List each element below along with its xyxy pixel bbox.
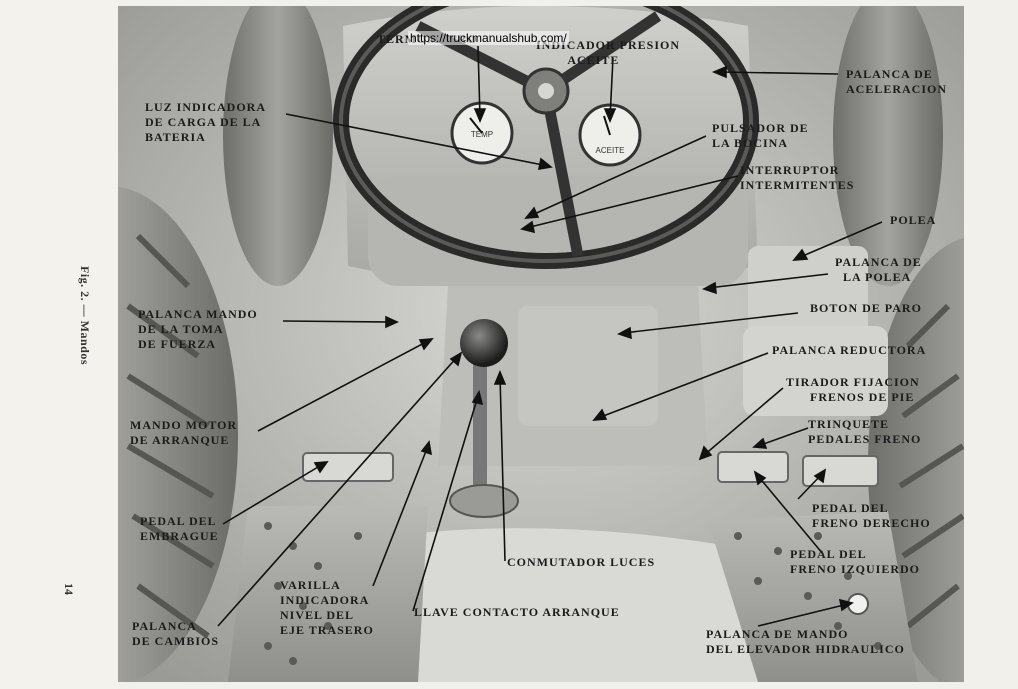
label-conmutador-luces: CONMUTADOR LUCES bbox=[507, 555, 656, 569]
watermark-url: https://truckmanualshub.com/ bbox=[408, 31, 569, 45]
label-palanca-polea: PALANCA DE LA POLEA bbox=[835, 255, 922, 284]
temperature-gauge: TEMP bbox=[450, 101, 514, 165]
label-interruptor-intermitentes: INTERRUPTOR INTERMITENTES bbox=[740, 163, 855, 192]
figure-caption: Fig. 2. — Mandos bbox=[78, 266, 92, 366]
label-trinquete-pedales-freno: TRINQUETE PEDALES FRENO bbox=[808, 417, 922, 446]
tractor-illustration: TEMP ACEITE bbox=[118, 6, 964, 682]
label-palanca-aceleracion: PALANCA DE ACELERACION bbox=[846, 67, 948, 96]
tractor-controls-photo: TEMP ACEITE bbox=[118, 6, 964, 682]
label-pulsador-bocina: PULSADOR DE LA BOCINA bbox=[712, 121, 809, 150]
label-palanca-toma-fuerza: PALANCA MANDO DE LA TOMA DE FUERZA bbox=[138, 307, 258, 351]
label-palanca-elevador-hidraulico: PALANCA DE MANDO DEL ELEVADOR HIDRAULICO bbox=[706, 627, 905, 656]
page-number: 14 bbox=[62, 583, 76, 595]
label-tirador-fijacion-frenos: TIRADOR FIJACION FRENOS DE PIE bbox=[786, 375, 920, 404]
label-palanca-reductora: PALANCA REDUCTORA bbox=[772, 343, 927, 357]
label-indicador-presion-aceite: INDICADOR PRESION ACEITE bbox=[536, 38, 681, 67]
label-llave-contacto-arranque: LLAVE CONTACTO ARRANQUE bbox=[414, 605, 620, 619]
label-pedal-freno-derecho: PEDAL DEL FRENO DERECHO bbox=[812, 501, 931, 530]
label-palanca-cambios: PALANCA DE CAMBIOS bbox=[132, 619, 220, 648]
page-margin: Fig. 2. — Mandos 14 bbox=[0, 0, 118, 689]
svg-text:ACEITE: ACEITE bbox=[596, 146, 625, 155]
label-varilla-indicadora: VARILLA INDICADORA NIVEL DEL EJE TRASERO bbox=[280, 578, 374, 637]
svg-text:TEMP: TEMP bbox=[471, 130, 493, 139]
label-mando-motor-arranque: MANDO MOTOR DE ARRANQUE bbox=[130, 418, 238, 447]
steering-wheel bbox=[333, 6, 759, 269]
label-pedal-embrague: PEDAL DEL EMBRAGUE bbox=[140, 514, 219, 543]
label-pedal-freno-izquierdo: PEDAL DEL FRENO IZQUIERDO bbox=[790, 547, 921, 576]
gear-lever-graphic bbox=[449, 319, 519, 518]
label-boton-paro: BOTON DE PARO bbox=[810, 301, 922, 315]
label-polea: POLEA bbox=[890, 213, 937, 227]
label-luz-indicadora-bateria: LUZ INDICADORA DE CARGA DE LA BATERIA bbox=[145, 100, 267, 144]
